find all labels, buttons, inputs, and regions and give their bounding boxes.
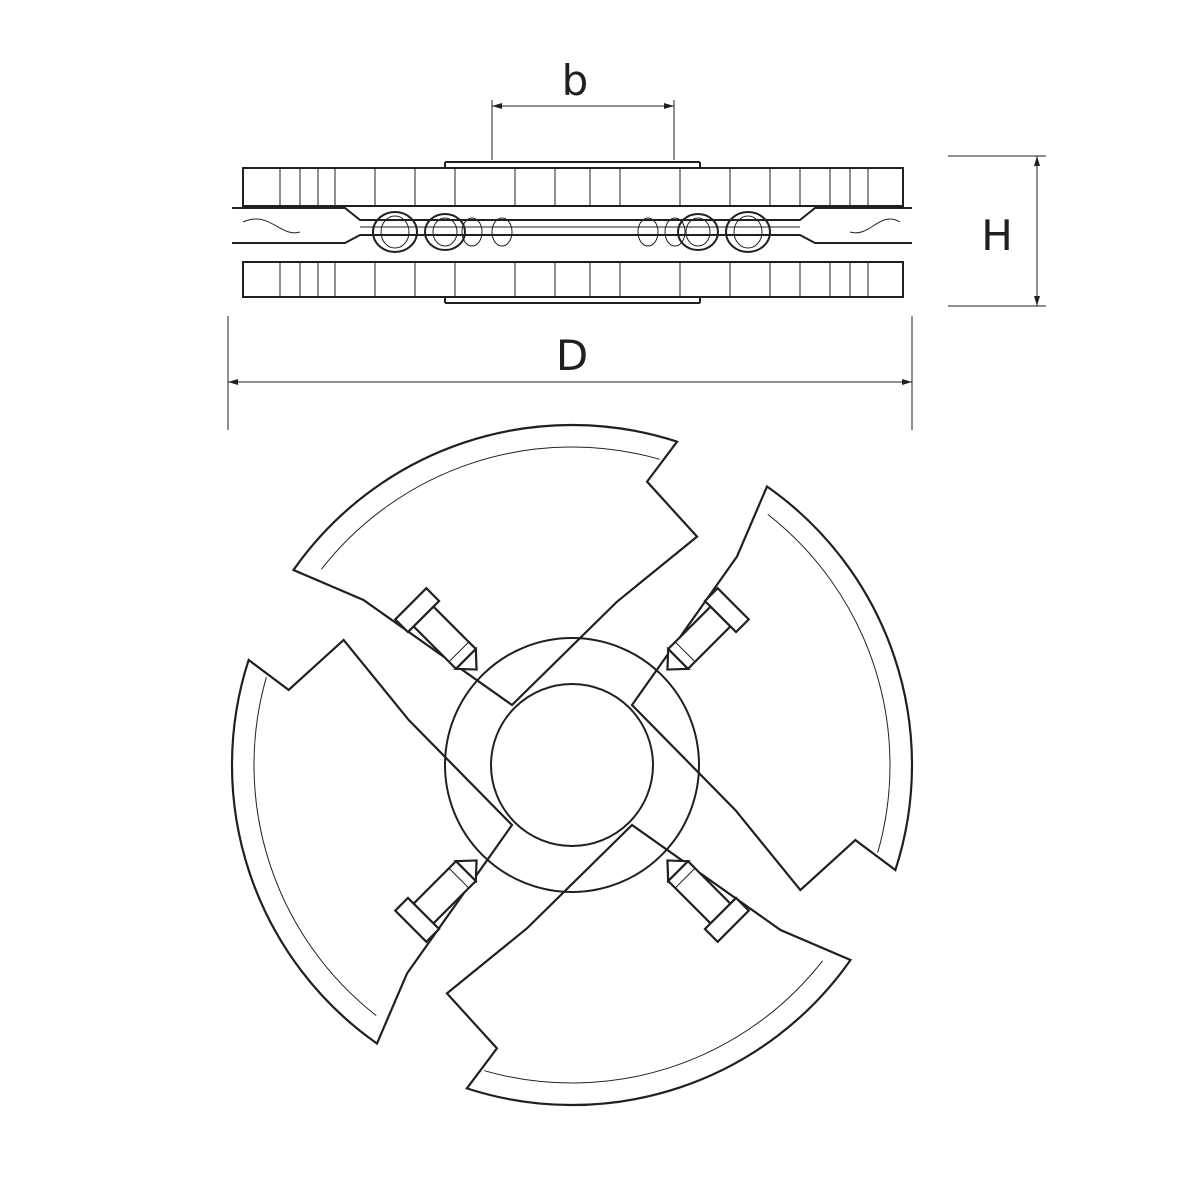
cutter-body <box>230 423 914 1107</box>
plate-detail-lines <box>279 168 869 297</box>
hub-ring <box>444 637 700 893</box>
side-view: b H D <box>227 56 1046 430</box>
lobe-outline <box>230 638 514 1046</box>
knife-screw <box>666 586 751 671</box>
dimension-h: H <box>948 155 1046 307</box>
lobe-outline <box>291 423 699 707</box>
dimension-b-label: b <box>562 56 589 105</box>
cutter-lobe <box>291 423 699 707</box>
top-view <box>230 423 914 1107</box>
side-knife-left <box>372 211 513 253</box>
dimension-b: b <box>491 56 675 160</box>
knife-screw <box>393 586 478 671</box>
cutter-lobe <box>230 638 514 1046</box>
lobe-edge <box>484 960 823 1084</box>
dimension-d-label: D <box>556 331 588 380</box>
cutter-lobe <box>630 484 914 892</box>
lobe-outline <box>445 823 853 1107</box>
cutter-lobe <box>445 823 853 1107</box>
side-knife-right <box>637 211 771 253</box>
dimension-d: D <box>227 316 913 430</box>
lobe-edge <box>253 677 377 1016</box>
lobe-edge <box>321 446 660 570</box>
dimension-h-label: H <box>981 211 1013 260</box>
knife-screw <box>393 859 478 944</box>
bore-circle <box>490 683 654 847</box>
lobe-outline <box>630 484 914 892</box>
knife-set <box>393 586 751 944</box>
lobe-edge <box>767 514 891 853</box>
knife-screw <box>666 859 751 944</box>
